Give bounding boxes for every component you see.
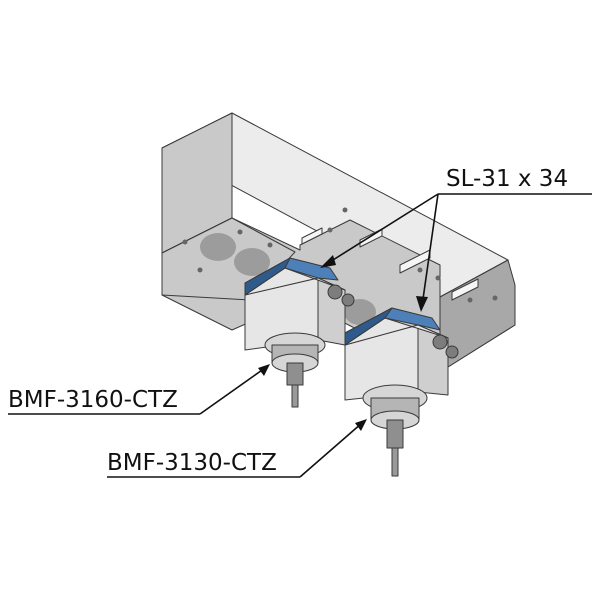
lower-tool-holder bbox=[344, 307, 459, 477]
callout-upper-holder-label: BMF-3160-CTZ bbox=[8, 387, 178, 413]
arrowhead bbox=[355, 419, 367, 431]
callout-bracket: SL-31 x 34 bbox=[320, 166, 592, 312]
upper-tool-shank bbox=[291, 384, 299, 408]
upper-collet bbox=[286, 362, 304, 386]
small-hole bbox=[182, 239, 188, 245]
callout-lower-holder: BMF-3130-CTZ bbox=[107, 419, 367, 478]
small-hole bbox=[327, 227, 333, 233]
callout-upper-holder-leader bbox=[199, 367, 266, 415]
callout-bracket-label: SL-31 x 34 bbox=[446, 166, 568, 192]
small-hole bbox=[267, 242, 273, 248]
lower-coolant-fitting bbox=[432, 334, 448, 350]
lower-collet bbox=[386, 419, 404, 449]
callout-upper-holder: BMF-3160-CTZ bbox=[8, 364, 270, 415]
slot bbox=[451, 278, 479, 301]
small-hole bbox=[237, 229, 243, 235]
small-hole bbox=[435, 275, 441, 281]
callout-bracket-leader bbox=[421, 193, 439, 307]
callout-bracket-leader bbox=[324, 193, 439, 266]
lower-tool-shank bbox=[391, 447, 399, 477]
slot bbox=[301, 227, 323, 245]
lower-coolant-fitting bbox=[445, 345, 459, 359]
small-hole bbox=[197, 267, 203, 273]
slot bbox=[399, 249, 431, 274]
upper-tool-holder bbox=[244, 257, 355, 408]
arrowhead bbox=[416, 296, 428, 312]
large-bore-hole bbox=[234, 248, 270, 276]
lower-bracket-edge bbox=[344, 307, 393, 346]
upper-coolant-fitting bbox=[341, 293, 355, 307]
large-bore-hole bbox=[200, 233, 236, 261]
upper-coolant-fitting bbox=[327, 284, 343, 300]
small-hole bbox=[467, 297, 473, 303]
callout-lower-holder-label: BMF-3130-CTZ bbox=[107, 450, 277, 476]
small-hole bbox=[492, 295, 498, 301]
block-holes bbox=[182, 207, 498, 325]
small-hole bbox=[342, 207, 348, 213]
large-bore-hole bbox=[344, 299, 376, 325]
callout-lower-holder-leader bbox=[299, 422, 363, 478]
upper-bracket-edge bbox=[244, 257, 291, 296]
arrowhead bbox=[320, 255, 336, 268]
small-hole bbox=[417, 267, 423, 273]
arrowhead bbox=[258, 364, 270, 376]
block-slots bbox=[301, 227, 479, 301]
